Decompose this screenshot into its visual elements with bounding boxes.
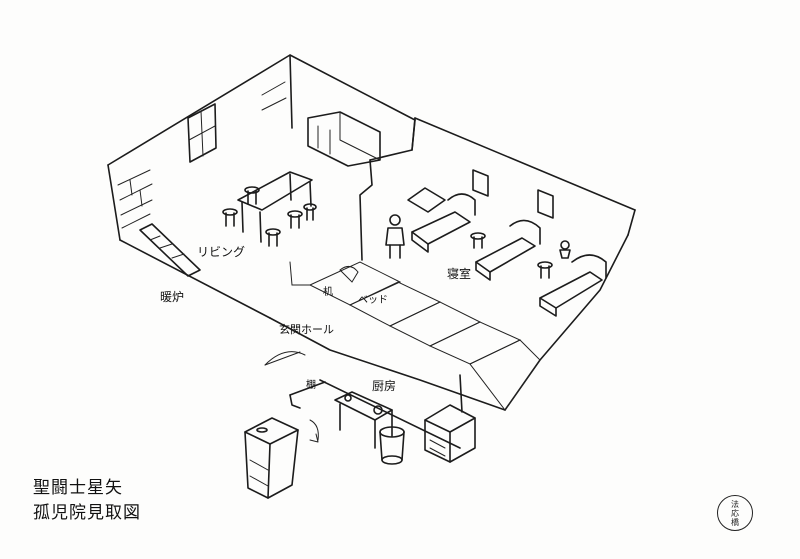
label-bedroom: 寝室 [447, 267, 472, 281]
fireplace [139, 223, 201, 277]
bedroom-windows [472, 169, 554, 219]
kitchen-counter [334, 391, 393, 449]
label-shelf: 棚 [306, 380, 316, 391]
floor-grid [289, 261, 541, 411]
title-line-1: 聖闘士星矢 [33, 478, 123, 498]
label-living: リビング [197, 245, 246, 259]
shelf-cabinet [244, 417, 299, 499]
label-desk: 机 [323, 287, 333, 298]
label-kitchen: 厨房 [372, 379, 397, 393]
stove [424, 374, 476, 463]
living-window [187, 103, 217, 163]
stools [222, 186, 317, 247]
artist-seal-stamp: 法応橋 [717, 495, 753, 531]
label-entrance-hall: 玄関ホール [279, 323, 334, 336]
dining-table [237, 171, 313, 243]
label-bed: ベッド [358, 295, 388, 306]
side-tables [470, 232, 571, 279]
barrel [379, 426, 405, 465]
beds [407, 187, 607, 317]
cabinet [307, 111, 381, 167]
person-figure [385, 214, 405, 259]
label-fireplace: 暖炉 [160, 290, 185, 304]
brick-texture [117, 81, 287, 229]
title-line-2: 孤児院見取図 [33, 503, 141, 523]
